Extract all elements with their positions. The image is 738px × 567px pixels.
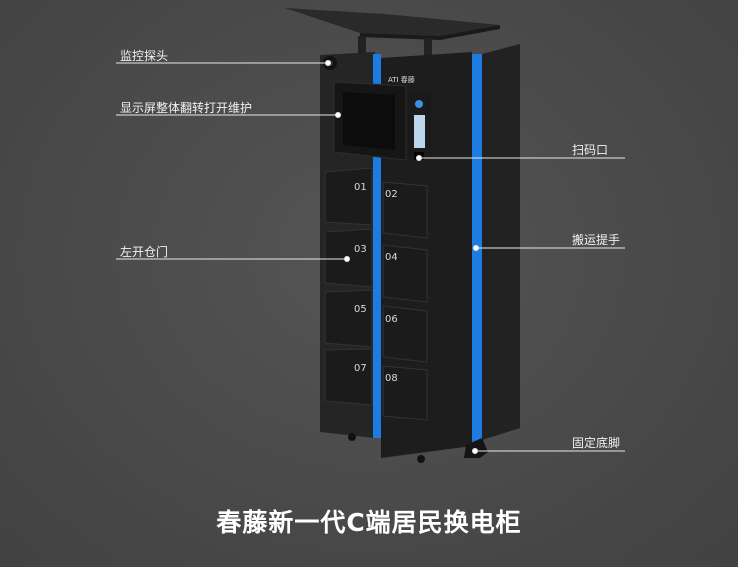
callout-screen: 显示屏整体翻转打开维护: [120, 101, 253, 115]
brand-logo: ATI 春藤: [388, 75, 415, 84]
door-label: 02: [385, 189, 398, 200]
callout-handle: 搬运提手: [572, 233, 621, 247]
product-title: 春藤新一代C端居民换电柜: [216, 508, 522, 537]
callout-camera: 监控探头: [120, 49, 169, 63]
door-label: 01: [354, 182, 367, 193]
door-label: 07: [354, 363, 367, 374]
door-label: 05: [354, 304, 367, 315]
blue-light-strip: [373, 54, 381, 438]
qr-sticker: [414, 115, 425, 148]
display-screen: [343, 92, 395, 150]
callout-left-door: 左开仓门: [120, 245, 169, 259]
door-label: 08: [385, 373, 398, 384]
cabinet-right-face: [482, 44, 520, 440]
canopy-top: [285, 8, 500, 36]
robot-mascot: [415, 100, 423, 108]
door-label: 03: [354, 244, 367, 255]
canopy-edge: [360, 25, 500, 40]
callout-foot: 固定底脚: [572, 436, 621, 450]
wheel: [417, 455, 425, 463]
door-label: 06: [385, 314, 398, 325]
fixed-foot: [464, 438, 488, 458]
wheel: [348, 433, 356, 441]
door-label: 04: [385, 252, 398, 263]
callout-scanner: 扫码口: [572, 143, 609, 157]
